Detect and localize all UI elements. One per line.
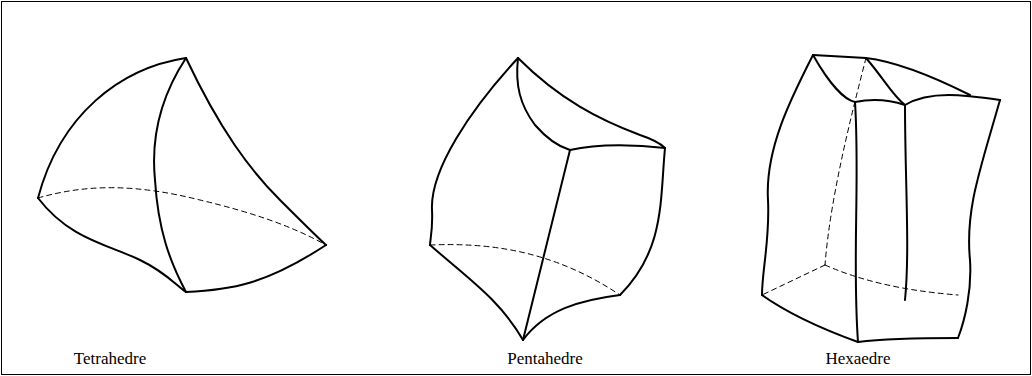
shape-caption: Hexaedre [825,349,890,369]
shape-caption: Tetrahedre [74,349,146,369]
tetrahedron-figure [38,58,326,292]
pentahedron-figure [430,58,665,340]
hexahedron-figure [762,55,1000,342]
shape-caption: Pentahedre [507,349,583,369]
